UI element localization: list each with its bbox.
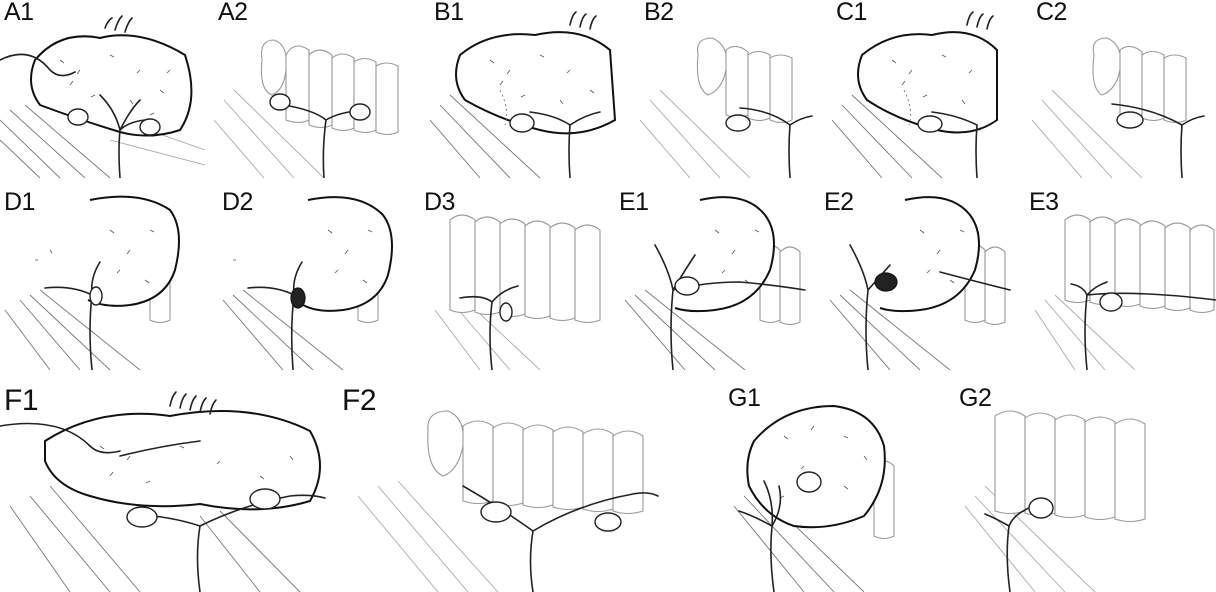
panel-b1-drawing xyxy=(430,0,620,178)
panel-c1-label: C1 xyxy=(836,0,867,25)
panel-g1: G1 xyxy=(724,386,924,592)
panel-a2-label: A2 xyxy=(218,0,248,25)
panel-d3-label: D3 xyxy=(424,190,455,215)
panel-d3-drawing xyxy=(420,190,610,370)
panel-c1-drawing xyxy=(832,0,1002,178)
panel-g1-label: G1 xyxy=(728,386,760,411)
panel-e3: E3 xyxy=(1025,190,1216,370)
panel-b2-label: B2 xyxy=(644,0,674,25)
panel-e3-drawing xyxy=(1025,190,1216,370)
panel-d2-label: D2 xyxy=(222,190,253,215)
panel-f1-label: F1 xyxy=(4,386,38,416)
panel-c2: C2 xyxy=(1032,0,1216,178)
panel-f2-label: F2 xyxy=(342,386,376,416)
panel-d2: D2 xyxy=(218,190,418,370)
panel-b2: B2 xyxy=(640,0,820,178)
panel-d1: D1 xyxy=(0,190,200,370)
panel-e3-label: E3 xyxy=(1029,190,1059,215)
panel-g1-drawing xyxy=(724,386,924,592)
panel-e1-drawing xyxy=(615,190,815,370)
panel-a1-label: A1 xyxy=(4,0,34,25)
panel-a2: A2 xyxy=(214,0,414,178)
panel-e1-label: E1 xyxy=(619,190,649,215)
panel-b2-drawing xyxy=(640,0,820,178)
panel-e2-drawing xyxy=(820,190,1020,370)
panel-g2-label: G2 xyxy=(959,386,991,411)
panel-f1: F1 xyxy=(0,386,335,592)
panel-d3: D3 xyxy=(420,190,610,370)
panel-d2-drawing xyxy=(218,190,418,370)
panel-g2: G2 xyxy=(955,386,1155,592)
panel-a1: A1 xyxy=(0,0,205,178)
panel-f2: F2 xyxy=(338,386,660,592)
panel-a1-drawing xyxy=(0,0,205,178)
panel-e2: E2 xyxy=(820,190,1020,370)
panel-g2-drawing xyxy=(955,386,1155,592)
panel-c2-label: C2 xyxy=(1036,0,1067,25)
panel-d1-label: D1 xyxy=(4,190,35,215)
panel-e2-label: E2 xyxy=(824,190,854,215)
panel-f1-drawing xyxy=(0,386,335,592)
panel-c2-drawing xyxy=(1032,0,1216,178)
panel-b1: B1 xyxy=(430,0,620,178)
panel-a2-drawing xyxy=(214,0,414,178)
panel-b1-label: B1 xyxy=(434,0,464,25)
panel-c1: C1 xyxy=(832,0,1002,178)
panel-d1-drawing xyxy=(0,190,200,370)
panel-f2-drawing xyxy=(338,386,660,592)
panel-e1: E1 xyxy=(615,190,815,370)
